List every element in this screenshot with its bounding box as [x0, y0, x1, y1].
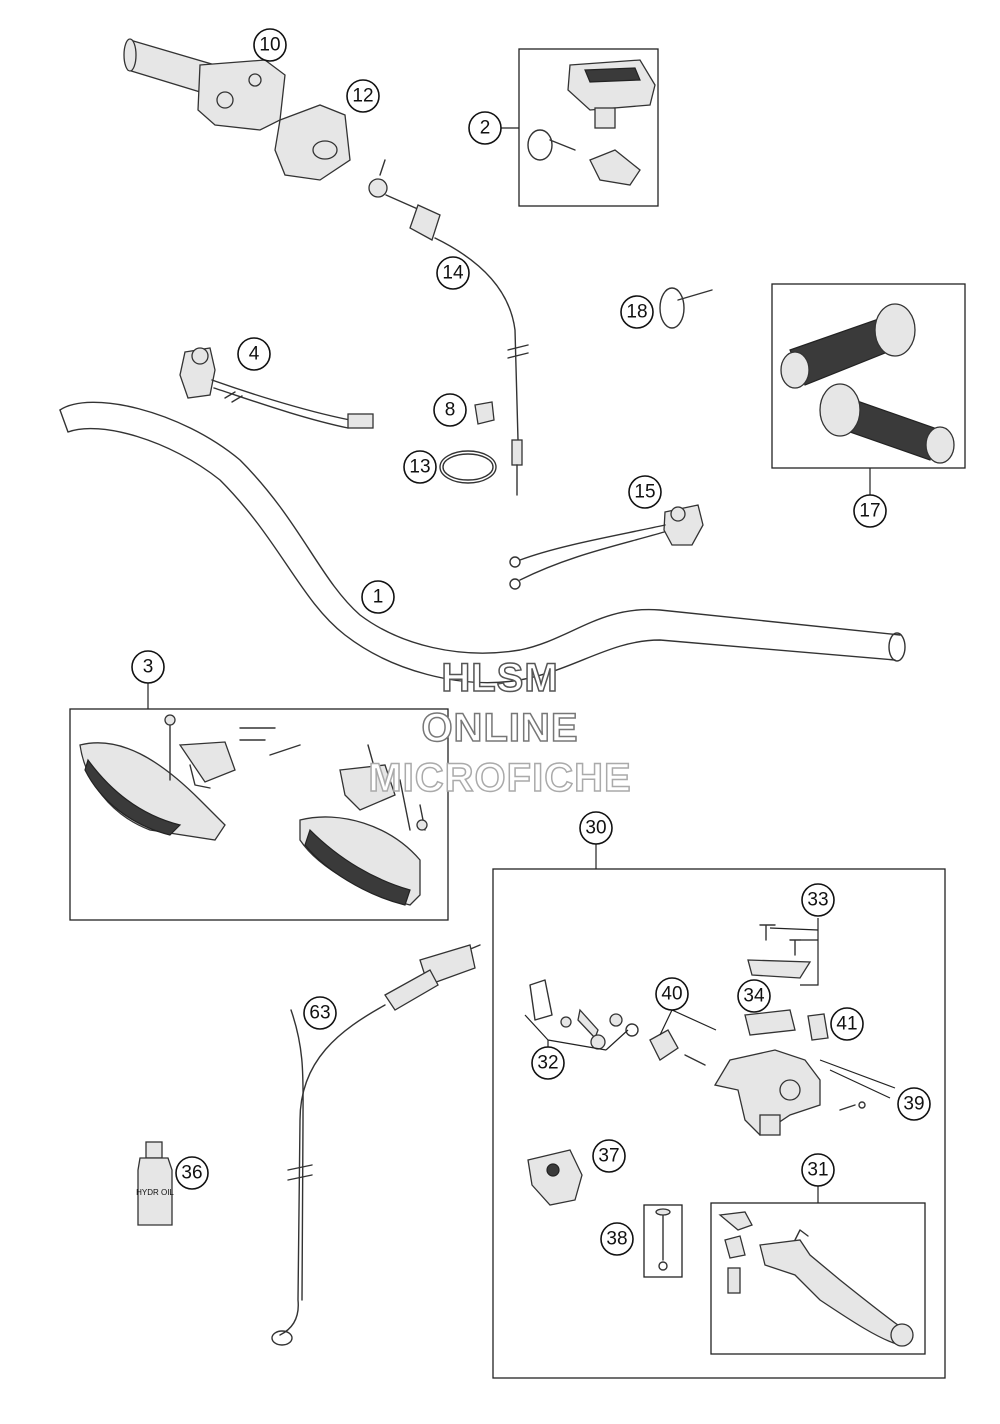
handlebar-part	[59, 401, 906, 684]
callout-8: 8	[433, 393, 467, 427]
callout-40-label: 40	[661, 984, 682, 1005]
clip-8-part	[474, 401, 495, 425]
switch-4-part	[179, 347, 374, 429]
bottle-label: HYDR OIL	[136, 1188, 174, 1197]
callout-37: 37	[592, 1139, 626, 1173]
callout-34: 34	[737, 979, 771, 1013]
callout-13: 13	[403, 450, 437, 484]
o-ring-13-part	[439, 450, 497, 484]
callout-14-label: 14	[442, 263, 464, 284]
callout-36: 36	[175, 1156, 209, 1190]
callout-15: 15	[628, 475, 662, 509]
hydraulic-oil-bottle: HYDR OIL	[136, 1141, 174, 1226]
callout-1: 1	[361, 580, 395, 614]
callout-4-label: 4	[249, 344, 260, 365]
callout-3: 3	[131, 650, 165, 684]
throttle-assembly	[123, 38, 351, 181]
brake-hose-63-part	[271, 944, 481, 1346]
callout-32: 32	[531, 1046, 565, 1080]
switch-15-part	[509, 504, 704, 590]
callout-39-label: 39	[903, 1094, 924, 1115]
watermark-line-2: ONLINE	[421, 705, 579, 751]
grips-kit-box	[771, 283, 966, 495]
master-cylinder-kit-box	[492, 843, 946, 1379]
callout-15-label: 15	[634, 482, 655, 503]
callout-31: 31	[801, 1153, 835, 1187]
handguard-kit-box	[69, 683, 449, 921]
callout-13-label: 13	[409, 457, 430, 478]
callout-8-label: 8	[445, 400, 456, 421]
watermark-line-1: HLSM	[441, 655, 559, 701]
callout-63: 63	[303, 996, 337, 1030]
callout-18-label: 18	[626, 302, 647, 323]
callout-63-label: 63	[309, 1003, 330, 1024]
callout-10-label: 10	[259, 35, 280, 56]
callout-2: 2	[468, 111, 502, 145]
cable-tie-18-part	[659, 287, 713, 329]
callout-36-label: 36	[181, 1163, 202, 1184]
callout-40: 40	[655, 977, 689, 1011]
callout-41: 41	[830, 1007, 864, 1041]
callout-14: 14	[436, 256, 470, 290]
callout-37-label: 37	[598, 1146, 619, 1167]
callout-38-label: 38	[606, 1229, 627, 1250]
watermark-line-3: MICROFICHE	[368, 755, 632, 801]
callout-30: 30	[579, 811, 613, 845]
callout-17: 17	[853, 494, 887, 528]
callout-33-label: 33	[807, 890, 828, 911]
callout-30-label: 30	[585, 818, 606, 839]
callout-41-label: 41	[836, 1014, 857, 1035]
callout-18: 18	[620, 295, 654, 329]
callout-3-label: 3	[143, 657, 154, 678]
throttle-cable-part	[368, 159, 529, 496]
callout-33: 33	[801, 883, 835, 917]
callout-34-label: 34	[743, 986, 765, 1007]
callout-17-label: 17	[859, 501, 880, 522]
callout-1-label: 1	[373, 587, 384, 608]
switch-kit-box	[500, 48, 659, 207]
callout-32-label: 32	[537, 1053, 558, 1074]
callout-38: 38	[600, 1222, 634, 1256]
callout-10: 10	[253, 28, 287, 62]
callout-12: 12	[346, 79, 380, 113]
callout-4: 4	[237, 337, 271, 371]
callout-12-label: 12	[352, 86, 373, 107]
callout-2-label: 2	[480, 118, 491, 139]
callout-31-label: 31	[807, 1160, 828, 1181]
callout-39: 39	[897, 1087, 931, 1121]
